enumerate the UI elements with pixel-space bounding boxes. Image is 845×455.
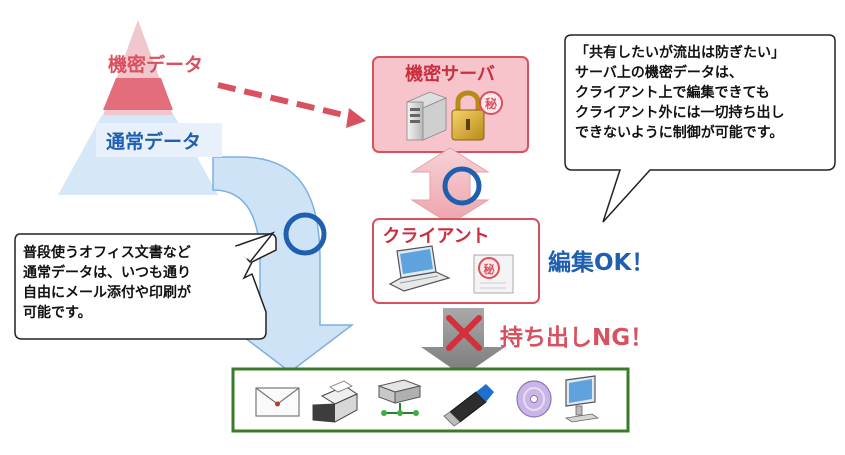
printer-icon [312,380,359,423]
client-box [372,218,540,304]
confidential-server-box [372,56,529,153]
network-storage-icon [377,379,422,416]
confidential-flow-arrow [217,82,353,120]
confidential-document-icon [473,254,514,294]
right-bubble-line: できないように制御が可能です。 [575,125,784,141]
client-title: クライアント [382,226,489,247]
left-speech-bubble [14,233,277,340]
right-bubble-line: クライアント外には一切持ち出し [575,105,785,121]
right-bubble-text: 「共有したいが流出は防ぎたい」 サーバ上の機密データは、 クライアント上で編集で… [575,43,785,143]
envelope-icon [255,387,300,417]
pyramid-top-label: 機密データ [108,54,204,76]
optical-disc-icon [516,380,552,418]
client-seal-text: 秘 [484,262,495,276]
confidential-seal-icon [479,91,503,115]
server-title: 機密サーバ [405,63,495,85]
left-bubble-line: 普段使うオフィス文書など [23,245,191,261]
normal-data-flow-arrow [212,156,355,373]
left-bubble-line: 自由にメール添付や印刷が [23,285,191,301]
pyramid-bottom-label: 通常データ [106,131,202,153]
left-bubble-line: 通常データは、いつも通り [23,265,191,281]
pyramid-top-band [103,78,173,110]
right-bubble-line: サーバ上の機密データは、 [575,65,743,81]
ng-cross-icon [446,315,482,351]
blocked-takeout-arrow [421,308,505,376]
monitor-icon [564,375,600,423]
server-icon [405,91,448,141]
right-speech-bubble [564,34,836,223]
left-bubble-line: 可能です。 [23,305,92,321]
takeout-ng-label: 持ち出しNG！ [500,325,654,351]
allowed-circle-icon [283,212,327,256]
lock-icon [451,90,485,141]
sync-allowed-circle-icon [442,166,482,206]
confidential-flow-arrowhead [346,108,366,128]
data-pyramid [58,20,218,195]
left-bubble-text: 普段使うオフィス文書など 通常データは、いつも通り 自由にメール添付や印刷が 可… [23,243,191,323]
external-devices-box [231,367,630,433]
server-seal-text: 秘 [485,96,497,111]
edit-ok-label: 編集OK！ [548,250,655,276]
right-bubble-line: クライアント上で編集できても [575,85,770,101]
pyramid-bottom-label-box [96,123,222,157]
laptop-icon [388,245,451,292]
right-bubble-line: 「共有したいが流出は防ぎたい」 [575,45,785,61]
usb-drive-icon [443,384,494,427]
